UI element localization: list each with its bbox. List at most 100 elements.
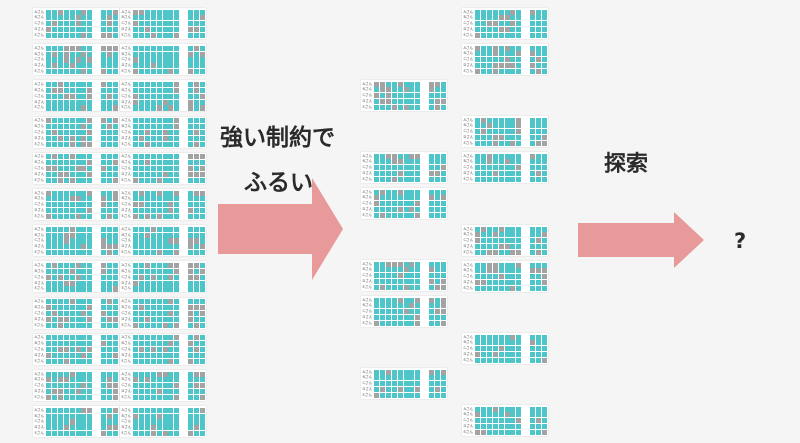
row-label: Dさん — [34, 63, 45, 68]
slot-cell — [498, 412, 504, 418]
slot-cell — [193, 371, 199, 377]
slot-cell — [535, 177, 541, 183]
slot-cell — [193, 389, 199, 395]
slot-cell — [385, 87, 391, 93]
slot-cell — [46, 352, 52, 359]
row-label: Eさん — [463, 141, 473, 146]
slot-cell — [101, 274, 107, 280]
slot-cell — [199, 166, 205, 172]
slot-cell — [415, 393, 421, 399]
slot-cell — [101, 123, 107, 130]
slot-cell — [374, 201, 380, 207]
slot-cell — [504, 232, 510, 238]
row-label: Cさん — [121, 310, 132, 315]
slot-cell — [106, 250, 112, 256]
slot-cell — [150, 280, 156, 286]
slot-cell — [492, 430, 498, 436]
slot-cell — [486, 418, 492, 424]
slot-cell — [168, 413, 174, 419]
slot-cell — [199, 123, 205, 130]
slot-cell — [46, 395, 52, 401]
slot-cell — [106, 33, 112, 39]
slot-cell — [87, 310, 93, 316]
slot-cell — [188, 93, 194, 99]
slot-cell — [199, 358, 205, 364]
slot-cell — [541, 57, 547, 63]
slot-cell — [530, 406, 536, 412]
slot-cell — [51, 347, 57, 353]
row-label: Dさん — [121, 316, 132, 321]
slot-cell — [144, 226, 150, 232]
slot-cell — [63, 99, 69, 105]
slot-cell — [69, 352, 75, 359]
slot-cell — [504, 63, 510, 69]
slot-cell — [535, 430, 541, 436]
slot-cell — [51, 238, 57, 244]
slot-cell — [504, 418, 510, 424]
slot-cell — [144, 51, 150, 57]
slot-cell — [193, 358, 199, 364]
slot-cell — [391, 309, 397, 315]
slot-cell — [138, 123, 144, 130]
slot-cell — [87, 21, 93, 27]
slot-cell — [101, 262, 107, 268]
slot-cell — [81, 214, 87, 220]
row-label: Dさん — [34, 27, 45, 32]
slot-cell — [475, 21, 481, 27]
slot-cell — [101, 27, 107, 33]
slot-cell — [138, 347, 144, 353]
slot-cell — [475, 135, 481, 141]
slot-cell — [150, 341, 156, 347]
slot-cell — [101, 299, 107, 305]
slot-cell — [397, 99, 403, 105]
slot-cell — [193, 154, 199, 160]
slot-cell — [188, 33, 194, 39]
slot-cell — [81, 33, 87, 39]
slot-cell — [168, 250, 174, 256]
slot-cell — [156, 99, 162, 105]
slot-cell — [46, 389, 52, 395]
slot-cell — [57, 268, 63, 274]
slot-cell — [75, 371, 81, 377]
slot-cell — [101, 93, 107, 99]
slot-cell — [150, 51, 156, 57]
row-label: Bさん — [463, 268, 474, 273]
slot-cell — [440, 369, 446, 375]
row-label: Aさん — [34, 154, 45, 159]
slot-cell — [492, 153, 498, 159]
slot-cell — [429, 297, 435, 303]
slot-cell — [133, 27, 139, 33]
slot-cell — [57, 214, 63, 220]
slot-cell — [168, 33, 174, 39]
slot-cell — [374, 93, 380, 99]
slot-cell — [162, 196, 168, 202]
slot-cell — [81, 286, 87, 292]
slot-cell — [193, 105, 199, 111]
slot-cell — [498, 346, 504, 352]
slot-cell — [51, 431, 57, 437]
slot-cell — [199, 93, 205, 99]
slot-cell — [510, 238, 516, 244]
slot-cell — [69, 280, 75, 286]
slot-cell — [46, 304, 52, 311]
slot-cell — [51, 425, 57, 431]
slot-cell — [397, 381, 403, 387]
slot-cell — [87, 93, 93, 99]
slot-cell — [112, 190, 118, 196]
slot-cell — [138, 352, 144, 359]
slot-cell — [415, 285, 421, 291]
slot-cell — [379, 213, 385, 219]
slot-cell — [69, 135, 75, 141]
slot-cell — [535, 412, 541, 418]
row-label: Bさん — [362, 87, 373, 92]
slot-cell — [434, 375, 440, 381]
slot-cell — [174, 431, 180, 437]
slot-cell — [87, 238, 93, 244]
slot-cell — [133, 15, 139, 21]
slot-cell — [75, 280, 81, 286]
slot-cell — [87, 407, 93, 413]
slot-cell — [535, 123, 541, 129]
